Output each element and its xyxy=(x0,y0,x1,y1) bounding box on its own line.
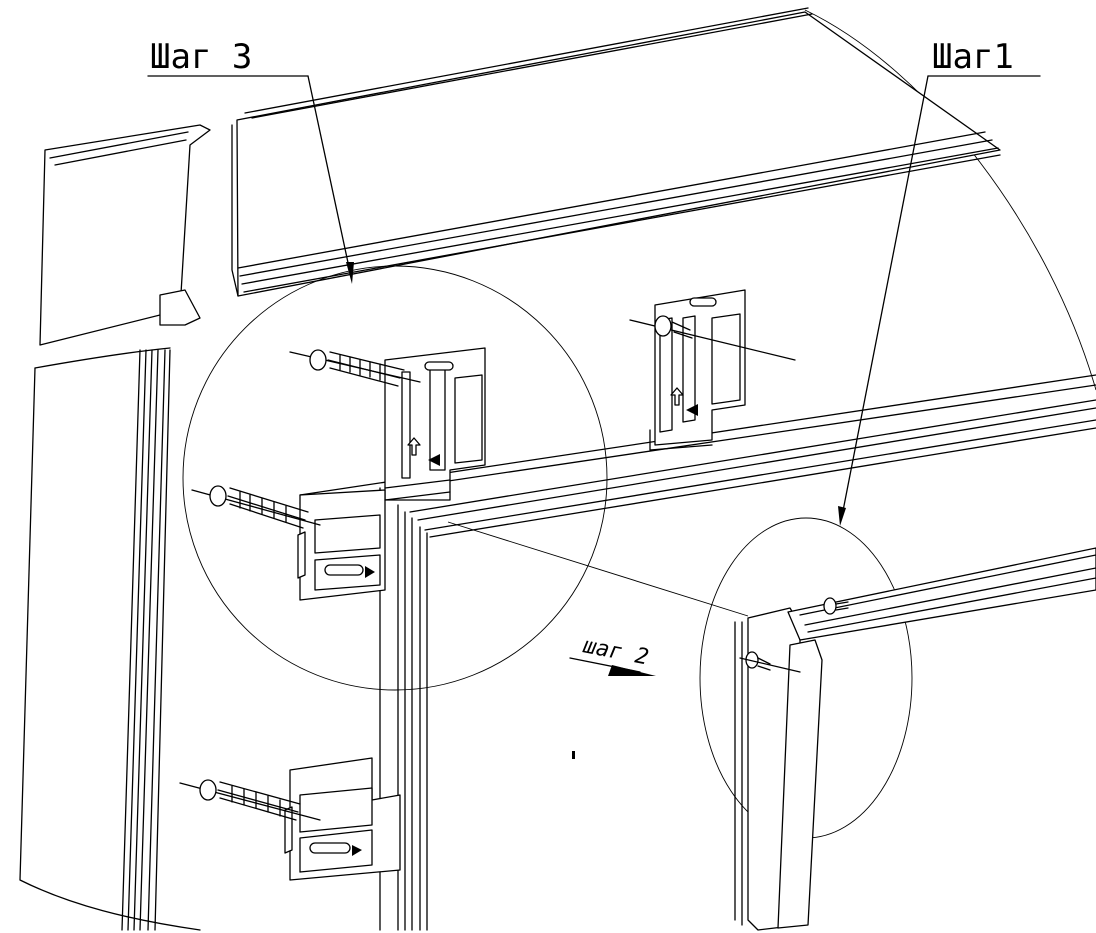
leader-step1 xyxy=(838,75,1041,526)
top-trim-profile xyxy=(231,7,1001,297)
leader-step3 xyxy=(147,75,354,284)
left-casing-panel xyxy=(19,347,201,931)
label-step3: Шаг 3 xyxy=(150,37,252,77)
detail-circle-step3 xyxy=(182,265,608,691)
center-mark xyxy=(572,751,575,759)
label-step2: шаг 2 xyxy=(581,633,651,670)
top-corner-trim xyxy=(39,124,211,346)
detail-view-arc xyxy=(804,9,1096,391)
lower-bracket xyxy=(179,757,401,881)
upper-bracket xyxy=(629,289,796,451)
label-step1: Шаг1 xyxy=(932,37,1014,77)
step2-arrow xyxy=(569,657,656,676)
step2-guide-line xyxy=(447,521,749,617)
detail-circle-step1 xyxy=(699,517,1096,931)
